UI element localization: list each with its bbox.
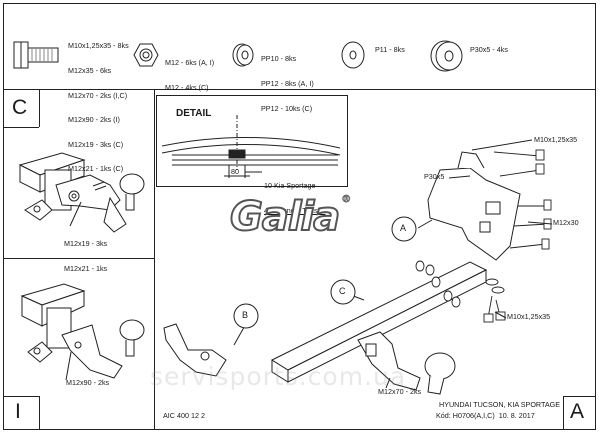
bolt-spec: M12x21 - 1ks (C)	[68, 164, 124, 174]
drawing-frame	[3, 3, 596, 430]
watermark: servisports.com.ua	[150, 362, 407, 391]
bolt-icon	[13, 41, 59, 69]
header-divider	[3, 89, 596, 90]
callout-m12x30: M12x30	[553, 218, 579, 227]
p30-washer-icon	[430, 40, 463, 72]
pp-washer-spec: PP12 - 10ks (C)	[261, 103, 313, 113]
galia-logo-text: Galia	[229, 193, 341, 241]
nut-spec: M12 - 6ks (A, I)	[165, 58, 215, 68]
callout-c: C	[339, 286, 346, 296]
callout-c-circle	[330, 279, 356, 305]
callout-b-circle	[233, 303, 259, 329]
pp-washer-spec: PP10 - 8ks	[261, 54, 297, 64]
callout-m10-bottom: M10x1,25x35	[507, 312, 551, 321]
c-box-right	[39, 89, 40, 127]
c-box-bottom	[3, 127, 39, 128]
section-c-label: C	[12, 96, 28, 119]
p11-washer-icon	[341, 41, 365, 69]
detail-note: 10 Kia Sportage 40 Hyundai Tucson	[264, 166, 326, 223]
bolt-spec: M12x35 - 6ks	[68, 66, 112, 76]
part-code-date: Kód: H0706(A,I,C) 10. 8. 2017	[436, 411, 535, 420]
galia-logo: Galia®	[229, 193, 352, 241]
p30-washer-spec: P30x5 - 4ks	[470, 45, 508, 54]
bolt-spec: M10x1,25x35 - 8ks	[68, 41, 129, 51]
bolt-spec: M12x70 - 2ks (I,C)	[68, 90, 128, 100]
galia-logo-mark: ®	[341, 194, 352, 206]
detail-title: DETAIL	[176, 108, 212, 119]
detail-note-line: 10 Kia Sportage	[264, 181, 316, 191]
callout-p30x5: P30x5	[424, 172, 445, 181]
left-column-divider	[154, 89, 155, 430]
main-assembly	[65, 139, 553, 395]
bolt-spec-list: M10x1,25x35 - 8ks M12x35 - 6ks M12x70 - …	[68, 26, 129, 182]
detail-drawing	[161, 115, 341, 178]
callout-m12x70: M12x70 - 2ks	[378, 387, 422, 396]
section-c-bolt-note: M12x19 - 3ks	[64, 239, 108, 249]
pp-washer-icon	[232, 43, 254, 67]
i-box-right	[39, 396, 40, 430]
nut-icon	[133, 43, 159, 67]
section-i-label: I	[15, 400, 21, 423]
left-column-split	[3, 258, 154, 259]
section-i-bolt-note: M12x90 - 2ks	[66, 378, 110, 387]
pp-washer-spec-list: PP10 - 8ks PP12 - 8ks (A, I) PP12 - 10ks…	[261, 39, 314, 121]
section-c-drawing	[18, 152, 145, 233]
i-box-top	[3, 396, 39, 397]
nut-spec-list: M12 - 6ks (A, I) M12 - 4ks (C)	[165, 43, 214, 100]
section-i-drawing	[20, 283, 145, 379]
detail-note-line: 40 Hyundai Tucson	[264, 206, 326, 216]
nut-spec: M12 - 4ks (C)	[165, 83, 209, 93]
bolt-spec: M12x90 - 2ks (I)	[68, 115, 120, 125]
bolt-spec: M12x19 - 3ks (C)	[68, 139, 124, 149]
detail-dimension: 80	[231, 167, 239, 176]
drawing-code: AIC 400 12 2	[163, 411, 205, 420]
vehicle-name: HYUNDAI TUCSON, KIA SPORTAGE	[439, 400, 561, 409]
section-a-label: A	[570, 400, 585, 423]
callout-a: A	[400, 223, 407, 233]
p11-washer-spec: P11 - 8ks	[375, 45, 405, 54]
section-c-bolt-notes: M12x19 - 3ks M12x21 - 1ks	[64, 224, 107, 281]
callout-m10-top: M10x1,25x35	[534, 135, 578, 144]
section-c-bolt-note: M12x21 - 1ks	[64, 264, 108, 274]
callout-b: B	[242, 310, 249, 320]
footer-a-top	[563, 396, 596, 397]
pp-washer-spec: PP12 - 8ks (A, I)	[261, 79, 314, 89]
footer-a-divider	[563, 396, 564, 430]
callout-a-circle	[391, 216, 417, 242]
